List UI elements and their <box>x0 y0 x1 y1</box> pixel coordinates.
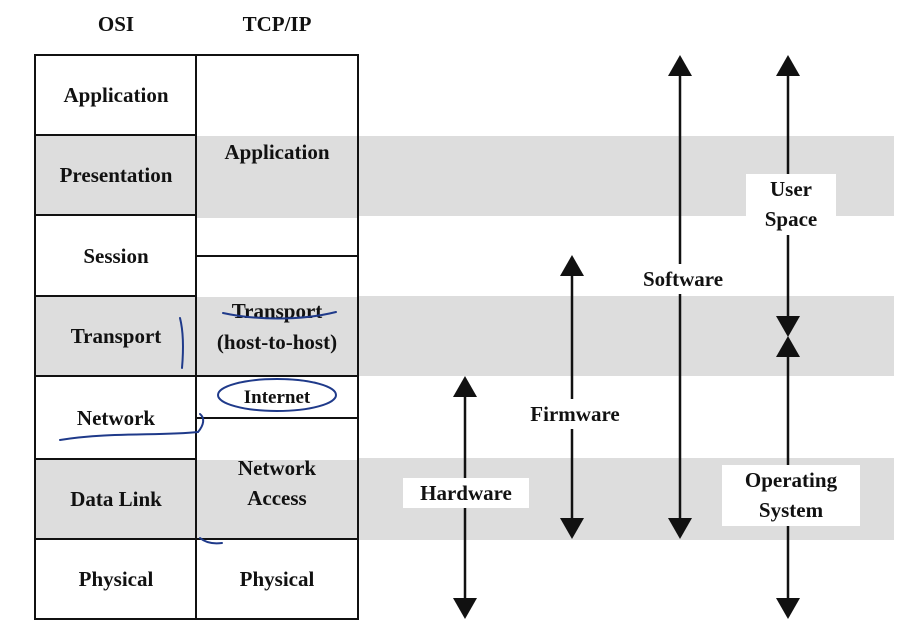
ink-tick-network-access <box>199 537 223 545</box>
user-space-label: User Space <box>746 174 836 235</box>
ink-underline-network <box>59 431 199 441</box>
osi-physical: Physical <box>34 538 198 620</box>
operating-system-label: Operating System <box>722 465 860 526</box>
osi-application: Application <box>34 54 198 137</box>
operating-system-arrowhead-down <box>776 598 800 619</box>
tcpip-physical-label: Physical <box>239 566 315 591</box>
osi-transport-label: Transport <box>70 324 162 349</box>
ink-mark-transport <box>179 317 185 369</box>
tcpip-application-label: Application <box>224 139 330 164</box>
firmware-label: Firmware <box>512 399 638 430</box>
tcpip-transport: Transport (host-to-host) <box>195 255 359 378</box>
tcpip-physical: Physical <box>195 538 359 620</box>
firmware-arrowhead-up <box>560 255 584 276</box>
software-label: Software <box>621 264 745 295</box>
osi-data-link: Data Link <box>34 458 198 541</box>
software-arrowhead-up <box>668 55 692 76</box>
osi-network-label: Network <box>76 405 156 430</box>
ink-underline-transport <box>222 311 337 320</box>
osi-header: OSI <box>97 12 135 36</box>
firmware-arrowhead-down <box>560 518 584 539</box>
tcpip-network-access-label: Network Access <box>237 455 317 510</box>
tcpip-header: TCP/IP <box>242 12 312 36</box>
osi-presentation-label: Presentation <box>59 163 173 188</box>
osi-data-link-label: Data Link <box>70 487 162 512</box>
hardware-label: Hardware <box>403 478 529 509</box>
tcpip-application: Application <box>195 54 359 258</box>
user-space-arrowhead-up <box>776 55 800 76</box>
software-arrowhead-down <box>668 518 692 539</box>
osi-session-label: Session <box>83 243 149 268</box>
ink-circle-internet <box>217 378 337 412</box>
osi-network: Network <box>34 375 198 461</box>
operating-system-arrowhead-up <box>776 336 800 357</box>
tcpip-internet-label: Internet <box>243 386 311 408</box>
tcpip-network-access: Network Access <box>195 417 359 541</box>
hardware-arrowhead-up <box>453 376 477 397</box>
osi-physical-label: Physical <box>78 566 154 591</box>
osi-application-label: Application <box>63 83 169 108</box>
hardware-arrowhead-down <box>453 598 477 619</box>
user-space-arrowhead-down <box>776 316 800 337</box>
ink-squiggle-network <box>197 413 205 433</box>
